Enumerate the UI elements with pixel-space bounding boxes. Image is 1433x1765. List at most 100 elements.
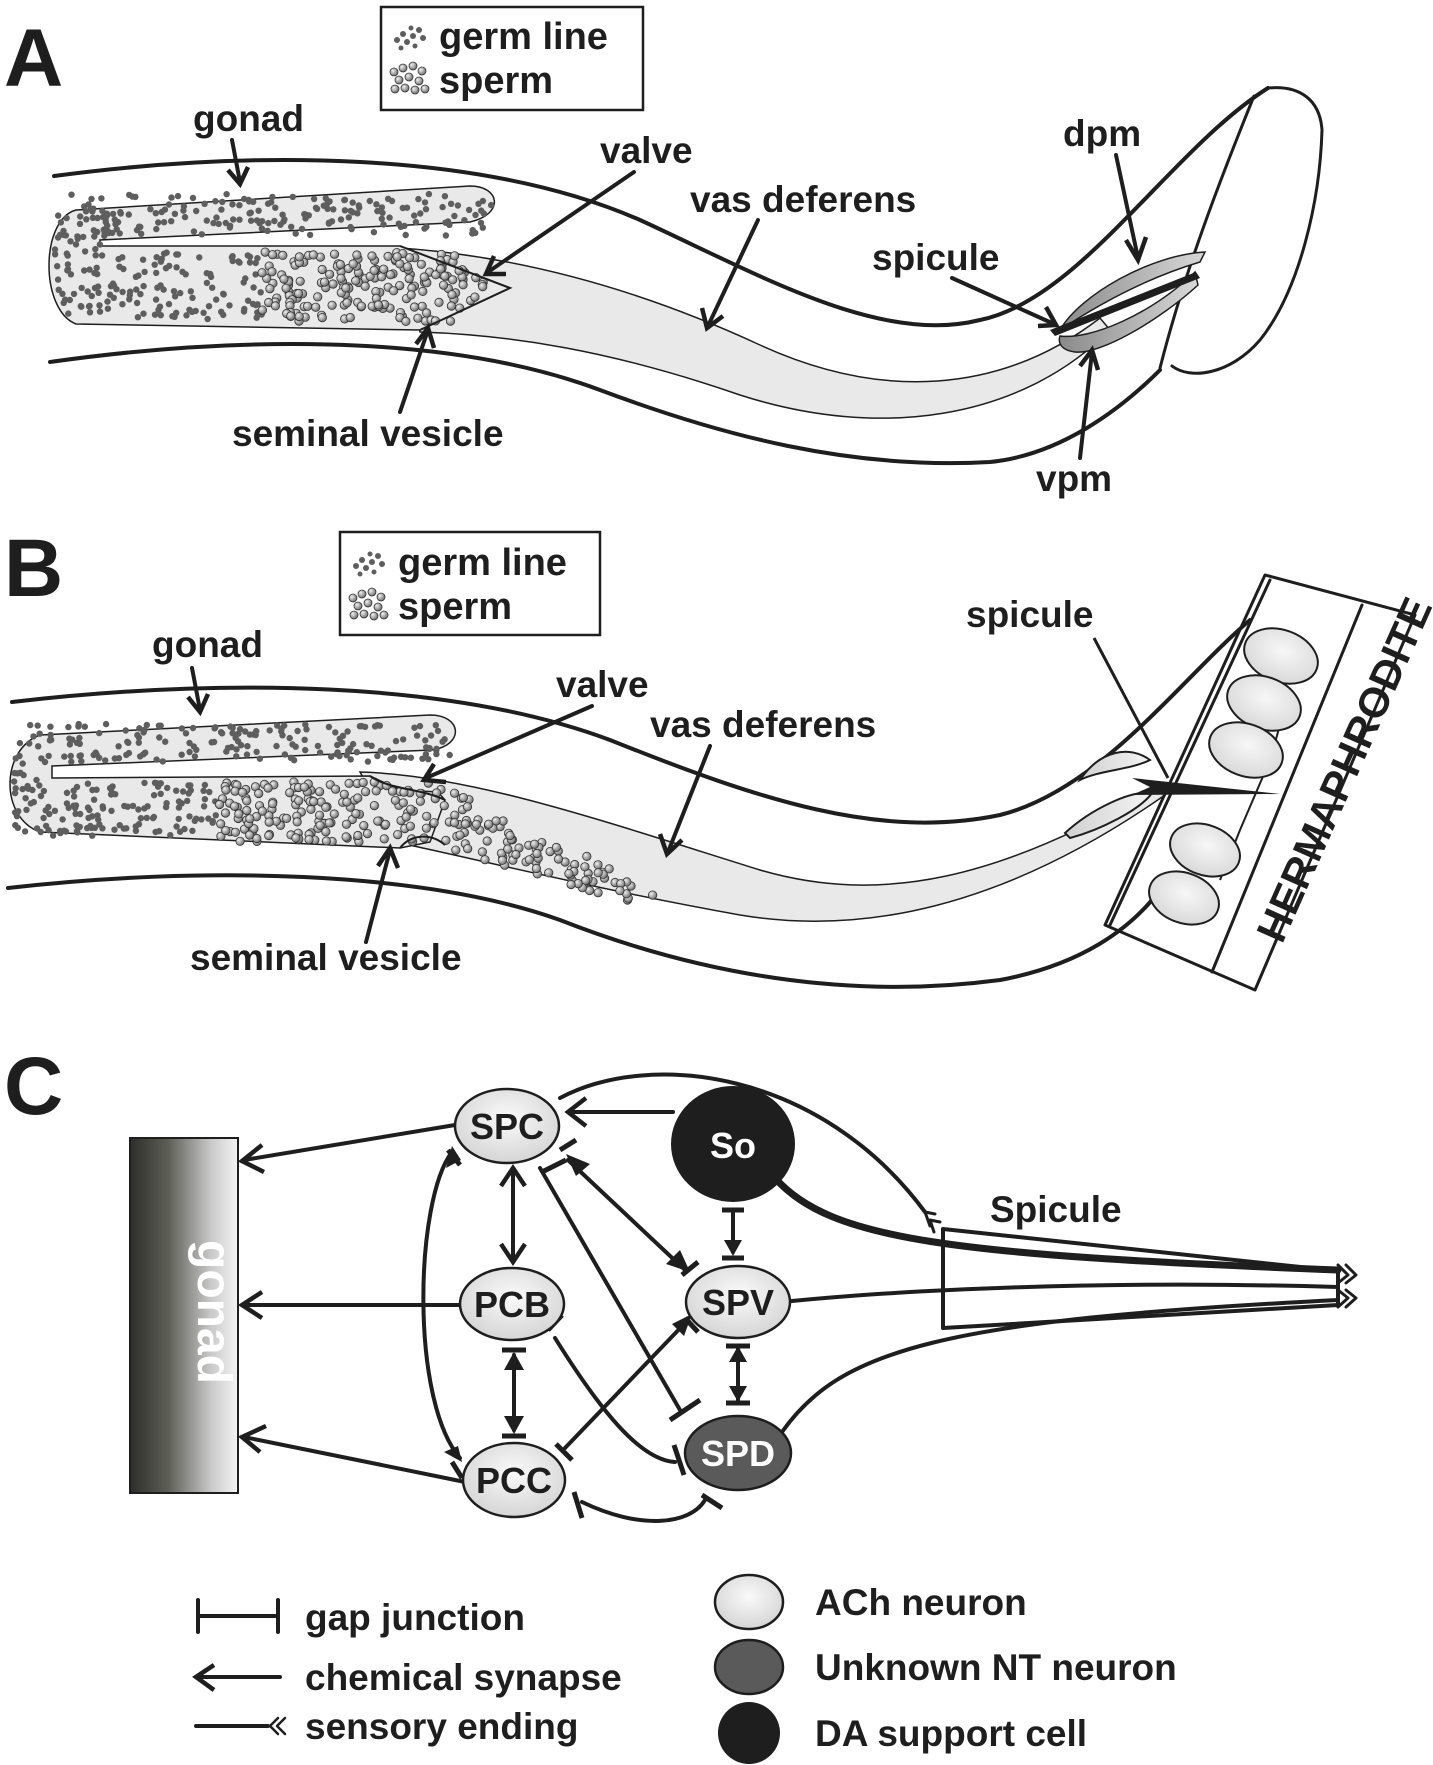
germ-cell bbox=[108, 807, 115, 814]
unknown-nt-neuron-legend-icon bbox=[713, 1638, 785, 1696]
germ-cell bbox=[11, 789, 19, 797]
egg bbox=[1169, 822, 1241, 878]
germ-cell bbox=[271, 217, 278, 225]
germ-cell bbox=[113, 286, 120, 293]
germ-cell bbox=[99, 805, 107, 812]
germ-cell bbox=[189, 194, 197, 202]
germ-cell bbox=[81, 248, 89, 255]
gap-junction-bar-icon bbox=[554, 1442, 574, 1462]
germ-cell bbox=[190, 228, 198, 235]
germ-cell bbox=[281, 216, 288, 223]
sperm-cell bbox=[551, 842, 562, 853]
sperm-cell bbox=[615, 886, 625, 896]
sperm-cell bbox=[477, 847, 487, 857]
node-label: So bbox=[710, 1125, 756, 1166]
germ-cell bbox=[442, 219, 449, 226]
edge-so-spicule bbox=[771, 1174, 1342, 1274]
sperm-icon bbox=[389, 61, 430, 95]
germ-cell bbox=[157, 790, 164, 797]
node-spv[interactable]: SPV bbox=[684, 1264, 792, 1340]
germ-cell bbox=[247, 217, 255, 224]
edge-spv-spicule bbox=[780, 1282, 1340, 1304]
node-pcb[interactable]: PCB bbox=[458, 1266, 566, 1342]
node-spc[interactable]: SPC bbox=[453, 1087, 561, 1165]
germ-cell bbox=[330, 206, 337, 213]
sperm-cell bbox=[279, 274, 289, 284]
germ-cell bbox=[30, 733, 37, 740]
germ-cell bbox=[273, 742, 280, 750]
germ-cell bbox=[87, 822, 94, 830]
germ-cell bbox=[67, 271, 75, 278]
germ-cell bbox=[47, 731, 54, 739]
sperm-cell bbox=[393, 829, 403, 840]
hermaphrodite-body bbox=[1103, 573, 1417, 992]
sperm-cell bbox=[327, 300, 337, 310]
germ-cell bbox=[374, 752, 381, 760]
germ-cell bbox=[37, 828, 44, 836]
legend-sensory-ending: sensory ending bbox=[305, 1706, 578, 1747]
germ-cell bbox=[183, 312, 190, 319]
germ-cell bbox=[95, 816, 102, 823]
arrow-spicule-b bbox=[1092, 637, 1170, 779]
node-pcc[interactable]: PCC bbox=[461, 1441, 567, 1519]
sperm-cell bbox=[263, 783, 273, 793]
sperm-cell bbox=[421, 823, 431, 833]
germ-cell bbox=[136, 725, 143, 732]
gap-junction-bar-icon bbox=[571, 1491, 585, 1519]
germ-cell bbox=[68, 758, 75, 765]
sperm-cell bbox=[329, 249, 340, 259]
sperm-cell bbox=[379, 264, 389, 274]
sperm-cell bbox=[511, 849, 521, 860]
legend-sperm-label: sperm bbox=[398, 586, 512, 628]
germ-cell bbox=[94, 214, 101, 222]
germ-cell bbox=[19, 760, 26, 767]
germ-cell bbox=[378, 204, 386, 211]
sperm-cell bbox=[257, 268, 267, 278]
arrowhead-icon bbox=[420, 762, 447, 785]
sperm-cell bbox=[480, 855, 490, 865]
germ-cell bbox=[289, 193, 296, 201]
sperm-cell bbox=[463, 844, 473, 854]
germ-cell bbox=[289, 741, 296, 748]
node-so[interactable]: So bbox=[671, 1086, 795, 1202]
arrow-dpm bbox=[1114, 153, 1140, 260]
germ-cell bbox=[14, 770, 21, 777]
germ-cell bbox=[392, 737, 400, 745]
germ-cell bbox=[89, 786, 96, 794]
germ-cell bbox=[144, 803, 151, 810]
sperm-cell bbox=[439, 801, 449, 811]
germ-cell bbox=[212, 812, 219, 819]
panel-label-a: A bbox=[4, 13, 63, 104]
edge-spd-spicule bbox=[780, 1298, 1340, 1434]
sperm-cell bbox=[230, 827, 240, 837]
germ-cell bbox=[294, 727, 301, 735]
chemical-synapse-arrow-icon bbox=[566, 1154, 590, 1176]
germ-cell bbox=[135, 223, 143, 230]
sperm-cell bbox=[356, 301, 367, 311]
gap-junction-bar-icon bbox=[700, 1492, 724, 1511]
sperm-cell bbox=[267, 250, 278, 260]
germ-cell bbox=[102, 720, 110, 728]
germ-cell bbox=[201, 200, 208, 207]
germ-cell bbox=[132, 827, 140, 834]
germ-line-icon bbox=[394, 25, 426, 51]
tail-fan-outline bbox=[1170, 86, 1324, 375]
germ-cell bbox=[347, 756, 354, 763]
germ-cell bbox=[333, 751, 340, 758]
germ-cell bbox=[140, 282, 147, 290]
sperm-cell bbox=[242, 805, 252, 816]
sperm-cell bbox=[295, 276, 305, 286]
sperm-cell bbox=[242, 796, 252, 806]
sperm-cell bbox=[387, 786, 398, 796]
germ-cell bbox=[181, 213, 189, 221]
legend-germ-line-label: germ line bbox=[398, 542, 567, 584]
germ-cell bbox=[213, 296, 220, 303]
germ-cell bbox=[174, 192, 182, 200]
germ-cell bbox=[138, 230, 145, 237]
node-spd[interactable]: SPD bbox=[683, 1414, 793, 1492]
ach-neuron-icon bbox=[684, 1264, 792, 1340]
legend-b: germ line sperm bbox=[338, 530, 602, 637]
germ-cell bbox=[178, 751, 185, 758]
germ-cell bbox=[92, 749, 99, 756]
